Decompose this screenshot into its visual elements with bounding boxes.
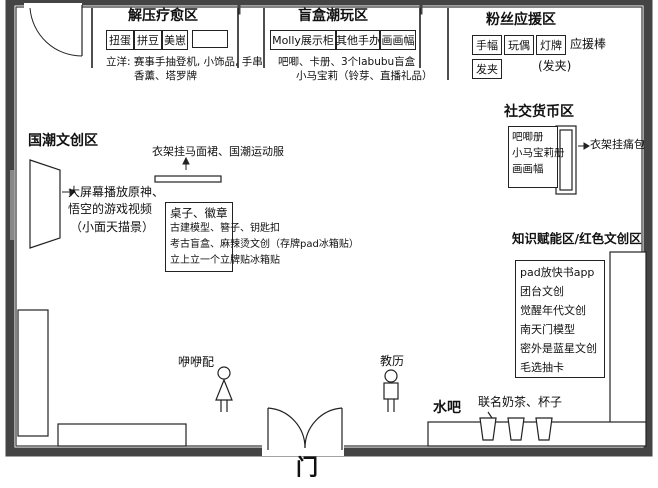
blindbox-note-1: 吧唧、卡册、3个labubu盲盒 bbox=[278, 56, 416, 68]
item-niudan: 扭蛋 bbox=[106, 30, 134, 50]
social-item-2: 小马宝莉册 bbox=[512, 147, 565, 159]
knowledge-panel: pad放快书app 团台文创 觉醒年代文创 南天门模型 密外是蓝星文创 毛选抽卡 bbox=[515, 260, 605, 378]
knowledge-item-2: 团台文创 bbox=[520, 285, 564, 298]
person-left-icon bbox=[215, 366, 233, 412]
cup-icons bbox=[479, 411, 553, 441]
table-line-4: 立上立一个立牌贴冰箱贴 bbox=[170, 255, 280, 266]
item-pindou: 拼豆 bbox=[134, 30, 162, 50]
zone-title-guochao: 国潮文创区 bbox=[28, 133, 98, 149]
table-panel: 桌子、徽章 古建模型、簪子、钥匙扣 考古盲盒、麻辣烫文创（存牌pad冰箱贴） 立… bbox=[165, 202, 359, 272]
social-item-3: 画画幅 bbox=[512, 163, 544, 175]
screen-note-3: （小面天描景） bbox=[70, 220, 155, 234]
water-note: 联名奶茶、杯子 bbox=[478, 395, 563, 409]
arrows bbox=[62, 142, 590, 196]
screen-note-1: 大屏幕播放原神、 bbox=[68, 185, 165, 199]
knowledge-item-5: 密外是蓝星文创 bbox=[520, 342, 597, 355]
item-painting: 画画幅 bbox=[380, 30, 416, 50]
item-blank-box bbox=[192, 30, 228, 48]
item-other-figures: 其他手办 bbox=[336, 30, 380, 50]
table-line-2: 古建模型、簪子、钥匙扣 bbox=[170, 223, 280, 234]
item-meizai: 美崽 bbox=[162, 30, 188, 50]
knowledge-item-6: 毛选抽卡 bbox=[520, 361, 564, 374]
blindbox-note-2: 小马宝莉（铃芽、直播礼品） bbox=[296, 70, 433, 82]
person-right-icon bbox=[383, 369, 399, 412]
decompress-note-1: 立洋: 赛事手抽登机, 小饰品, 手串 bbox=[106, 56, 263, 68]
item-wanou: 玩偶 bbox=[504, 35, 534, 55]
zone-title-water: 水吧 bbox=[433, 400, 461, 416]
item-yingyuanbang: 应援棒 bbox=[570, 37, 607, 51]
table-line-3: 考古盲盒、麻辣烫文创（存牌pad冰箱贴） bbox=[170, 237, 359, 253]
left-screen bbox=[10, 159, 61, 249]
table-line-1: 桌子、徽章 bbox=[170, 206, 228, 220]
person-right-label: 教历 bbox=[380, 354, 405, 368]
item-shoufu: 手幅 bbox=[472, 35, 502, 55]
zone-title-blindbox: 盲盒潮玩区 bbox=[298, 8, 368, 24]
door-label: 门 bbox=[296, 456, 319, 481]
zone-dividers bbox=[91, 8, 449, 80]
zone-title-decompress: 解压疗愈区 bbox=[128, 8, 198, 24]
knowledge-item-1: pad放快书app bbox=[520, 266, 595, 279]
social-hanger: 衣架挂痛包 bbox=[590, 138, 645, 151]
zone-title-fan: 粉丝应援区 bbox=[486, 12, 556, 28]
top-door-swing bbox=[24, 3, 83, 57]
item-dengpai: 灯牌 bbox=[536, 35, 566, 55]
right-cabinets bbox=[427, 251, 647, 447]
knowledge-item-4: 南天门模型 bbox=[520, 323, 575, 336]
clothes-rack bbox=[154, 156, 222, 183]
top-windows bbox=[237, 0, 423, 15]
fan-note: (发夹) bbox=[538, 59, 572, 73]
social-shelf bbox=[555, 125, 577, 195]
social-item-1: 吧唧册 bbox=[512, 131, 544, 143]
decompress-note-2: 香薰、塔罗牌 bbox=[134, 70, 197, 82]
left-cabinets bbox=[17, 309, 187, 447]
zone-title-social: 社交货币区 bbox=[504, 104, 574, 120]
person-left-label: 咿咿配 bbox=[178, 355, 215, 369]
main-door bbox=[262, 407, 344, 456]
screen-note-2: 悟空的游戏视频 bbox=[68, 202, 153, 216]
social-panel: 吧唧册 小马宝莉册 画画幅 bbox=[508, 126, 565, 188]
zone-title-knowledge: 知识赋能区/红色文创区 bbox=[512, 231, 642, 246]
rack-caption: 衣架挂马面裙、国潮运动服 bbox=[152, 145, 284, 158]
item-molly-cabinet: Molly展示柜 bbox=[270, 30, 336, 50]
item-fajia: 发夹 bbox=[472, 59, 502, 79]
knowledge-item-3: 觉醒年代文创 bbox=[520, 304, 586, 317]
